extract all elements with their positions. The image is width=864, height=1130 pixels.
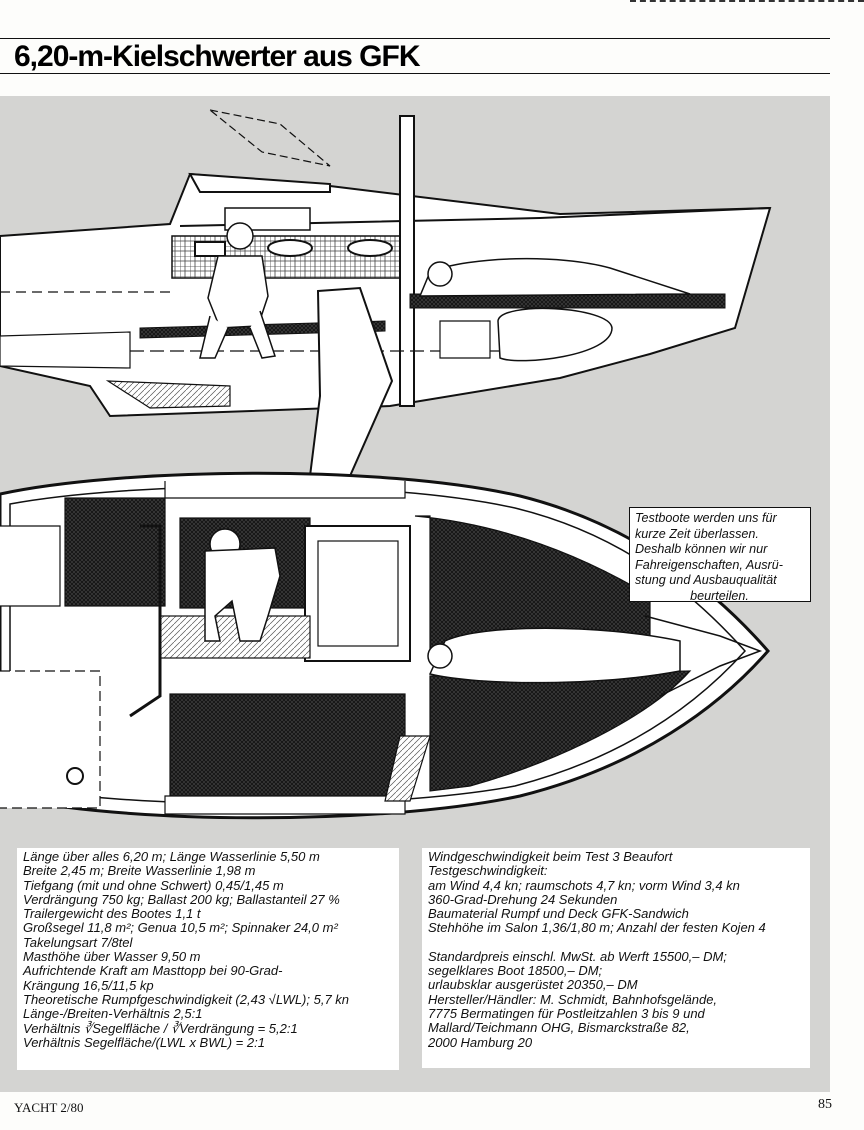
spec-line: Masthöhe über Wasser 9,50 m — [23, 949, 201, 965]
spec-line: segelklares Boot 18500,– DM; — [428, 963, 603, 979]
title-rule-top — [0, 38, 830, 39]
spec-line: 2000 Hamburg 20 — [428, 1034, 533, 1050]
testboat-notice: Testboote werden uns für kurze Zeit über… — [629, 507, 811, 603]
technical-specs-box: Länge über alles 6,20 m; Länge Wasserlin… — [17, 848, 399, 1070]
spec-line: Tiefgang (mit und ohne Schwert) 0,45/1,4… — [23, 877, 284, 893]
spec-line: Verhältnis ∛Segelfläche / ∛Verdrängung =… — [23, 1020, 298, 1036]
spec-line: am Wind 4,4 kn; raumschots 4,7 kn; vorm … — [428, 877, 740, 893]
spec-line: Großsegel 11,8 m²; Genua 10,5 m²; Spinna… — [23, 920, 338, 936]
side-view — [0, 109, 772, 477]
spec-line: Aufrichtende Kraft am Masttopp bei 90-Gr… — [23, 963, 283, 979]
notice-line: kurze Zeit überlassen. — [635, 526, 759, 541]
spec-line: Testgeschwindigkeit: — [428, 863, 548, 879]
spec-line: Theoretische Rumpfgeschwindigkeit (2,43 … — [23, 991, 350, 1007]
spec-line: Breite 2,45 m; Breite Wasserlinie 1,98 m — [23, 863, 256, 879]
notice-line: stung und Ausbauqualität — [635, 573, 777, 588]
spec-line: Baumaterial Rumpf und Deck GFK-Sandwich — [428, 906, 689, 922]
title-rule-bottom — [0, 73, 830, 74]
spec-line: Standardpreis einschl. MwSt. ab Werft 15… — [428, 948, 727, 964]
magazine-issue: YACHT 2/80 — [14, 1100, 84, 1115]
spec-line: Windgeschwindigkeit beim Test 3 Beaufort — [428, 849, 673, 864]
page-number: 85 — [818, 1097, 832, 1112]
spec-line: Takelungsart 7/8tel — [23, 934, 133, 950]
test-results-box: Windgeschwindigkeit beim Test 3 Beaufort… — [422, 848, 810, 1068]
spec-line: Stehhöhe im Salon 1,36/1,80 m; Anzahl de… — [428, 920, 766, 936]
notice-line: Testboote werden uns für — [635, 511, 777, 525]
spec-line: 360-Grad-Drehung 24 Sekunden — [428, 891, 618, 907]
spec-line: Verdrängung 750 kg; Ballast 200 kg; Ball… — [23, 891, 340, 907]
spec-line: Krängung 16,5/11,5 kp — [23, 977, 154, 993]
page-title: 6,20-m-Kielschwerter aus GFK — [14, 40, 420, 73]
spec-line: Trailergewicht des Bootes 1,1 t — [23, 906, 201, 922]
spec-line: Länge-/Breiten-Verhältnis 2,5:1 — [23, 1006, 203, 1022]
top-dashed-rule — [630, 0, 864, 2]
notice-line: Deshalb können wir nur — [635, 542, 768, 557]
spec-line: Verhältnis Segelfläche/(LWL x BWL) = 2:1 — [23, 1034, 265, 1050]
notice-line: Fahreigenschaften, Ausrü- — [635, 557, 783, 572]
spec-line: Hersteller/Händler: M. Schmidt, Bahnhofs… — [428, 991, 718, 1007]
plan-view — [0, 471, 770, 820]
spec-line: Mallard/Teichmann OHG, Bismarckstraße 82… — [428, 1020, 690, 1036]
notice-line: beurteilen. — [690, 588, 749, 603]
boat-illustration: Testboote werden uns für kurze Zeit über… — [0, 96, 830, 841]
spec-gap — [428, 936, 804, 950]
spec-line: 7775 Bermatingen für Postleitzahlen 3 bi… — [428, 1005, 705, 1021]
spec-line: Länge über alles 6,20 m; Länge Wasserlin… — [23, 849, 320, 864]
spec-line: urlaubsklar ausgerüstet 20350,– DM — [428, 977, 638, 993]
